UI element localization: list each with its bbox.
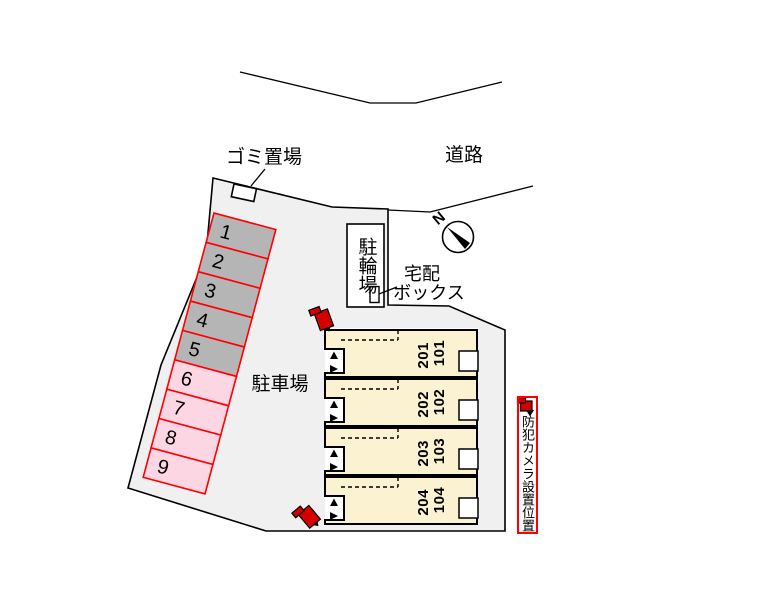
entry-arrow-right-icon [330,414,338,422]
entry-arrow-up-icon [330,498,338,506]
parking-area: 1 2 3 4 5 6 7 8 9 [142,212,277,495]
parking-stall-number: 1 [218,221,234,245]
compass: N [429,209,475,254]
building-unit: 204 104 [324,476,479,525]
security-camera-icon [516,396,534,417]
parking-stall-number: 2 [210,250,226,274]
delivery-label-line1: 宅配 [404,264,440,284]
road-edge-right [387,185,534,213]
building-unit: 202 102 [324,378,479,427]
room-number: 201 101 [415,337,448,368]
room-number: 204 104 [415,484,448,515]
unit-outline [324,476,478,525]
parking-label: 駐車場 [251,373,308,395]
unit-outline [324,427,478,476]
security-camera-icon [291,504,322,530]
security-camera-icon [308,305,335,332]
parking-stall [142,446,214,495]
room-number-upper: 201 [415,342,432,369]
room-number: 202 102 [415,386,448,417]
parking-stall-number: 3 [202,279,218,303]
entry-arrow-right-icon [330,512,338,520]
room-number-upper: 204 [415,489,432,516]
camera-cap [308,305,322,317]
parking-stall-number: 4 [194,309,210,333]
room-number: 203 103 [415,435,448,466]
bicycle-parking-label: 駐輪場 [347,224,384,307]
parking-stall-number: 8 [163,426,179,450]
unit-right-notch [458,448,479,470]
parking-stall-number: 7 [170,397,186,421]
unit-right-notch [458,497,479,519]
unit-dashed-line [341,379,399,390]
unit-dashed-line [341,428,399,439]
room-number-upper: 202 [415,391,432,418]
unit-right-notch [458,350,479,372]
delivery-box [369,285,380,304]
camera-lens [526,410,534,417]
unit-dashed-line [341,477,399,488]
unit-right-notch [458,399,479,421]
building-unit: 201 101 [324,329,479,378]
garbage-pointer-line [250,168,266,187]
unit-dashed-line [341,330,399,341]
room-number-lower: 102 [431,389,448,416]
delivery-pointer-line [378,286,398,295]
entry-arrow-right-icon [330,365,338,373]
room-number-lower: 101 [431,340,448,367]
parking-stall-number: 9 [155,456,171,480]
room-number-lower: 104 [431,487,448,514]
delivery-label-line2: ボックス [393,283,464,303]
garbage-label: ゴミ置場 [226,146,302,168]
unit-outline [324,329,478,378]
parking-stall-number: 5 [186,338,202,362]
room-number-lower: 103 [431,438,448,465]
road-label: 道路 [445,144,483,166]
entry-arrow-up-icon [330,449,338,457]
bicycle-parking-label-text: 駐輪場 [355,237,377,294]
room-number-upper: 203 [415,440,432,467]
road-edge-top [239,71,503,104]
compass-needle [447,227,470,249]
unit-outline [324,378,478,427]
parking-stall-number: 6 [178,367,194,391]
building-unit: 203 103 [324,427,479,476]
entry-arrow-up-icon [330,351,338,359]
camera-cap [291,505,305,519]
security-camera-note-text: 防犯カメラ設置位置 [520,415,535,532]
entry-arrow-right-icon [330,463,338,471]
camera-body [519,400,533,412]
security-camera-note-box: 防犯カメラ設置位置 [517,396,538,534]
entry-arrow-up-icon [330,400,338,408]
garbage-box [230,183,258,203]
